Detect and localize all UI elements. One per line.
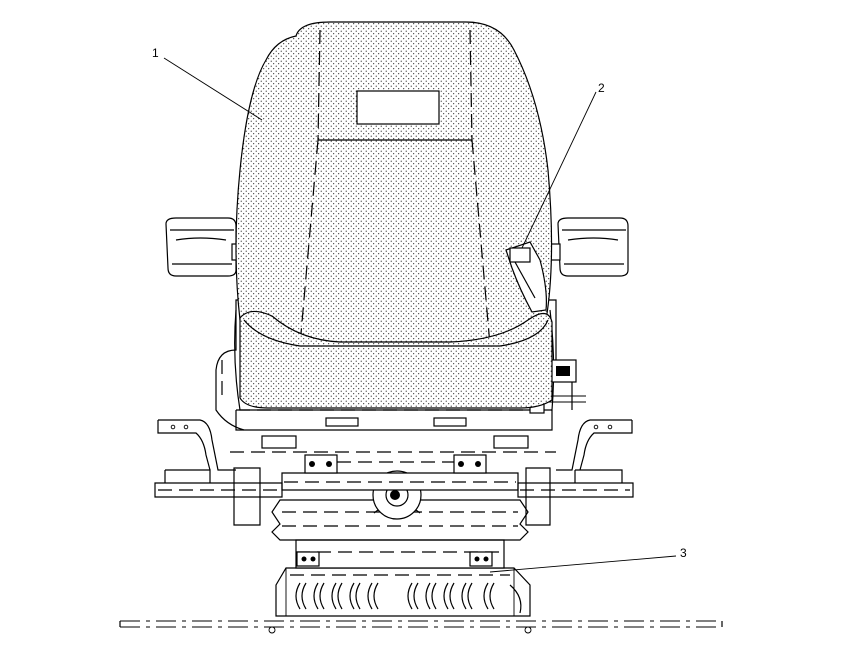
callout-2-label: 2 xyxy=(598,81,605,95)
callout-3: 3 xyxy=(489,546,687,573)
seat-backrest xyxy=(235,21,553,346)
base-vent-slots xyxy=(295,582,495,610)
seat-adjustment-lever xyxy=(505,241,547,313)
rail-brackets xyxy=(304,454,487,474)
seat-base xyxy=(271,454,531,617)
callout-2: 2 xyxy=(521,81,605,249)
seat-cushion xyxy=(215,299,586,431)
label-plate xyxy=(356,90,440,125)
left-armrest xyxy=(165,217,245,277)
right-armrest xyxy=(547,217,629,277)
callout-1-label: 1 xyxy=(152,46,159,60)
base-rollers xyxy=(296,551,493,567)
mounting-frame xyxy=(154,419,634,526)
callout-1: 1 xyxy=(152,46,263,121)
callout-3-label: 3 xyxy=(680,546,687,560)
floor-plate xyxy=(119,620,723,634)
seat-cushion-front xyxy=(239,310,553,409)
